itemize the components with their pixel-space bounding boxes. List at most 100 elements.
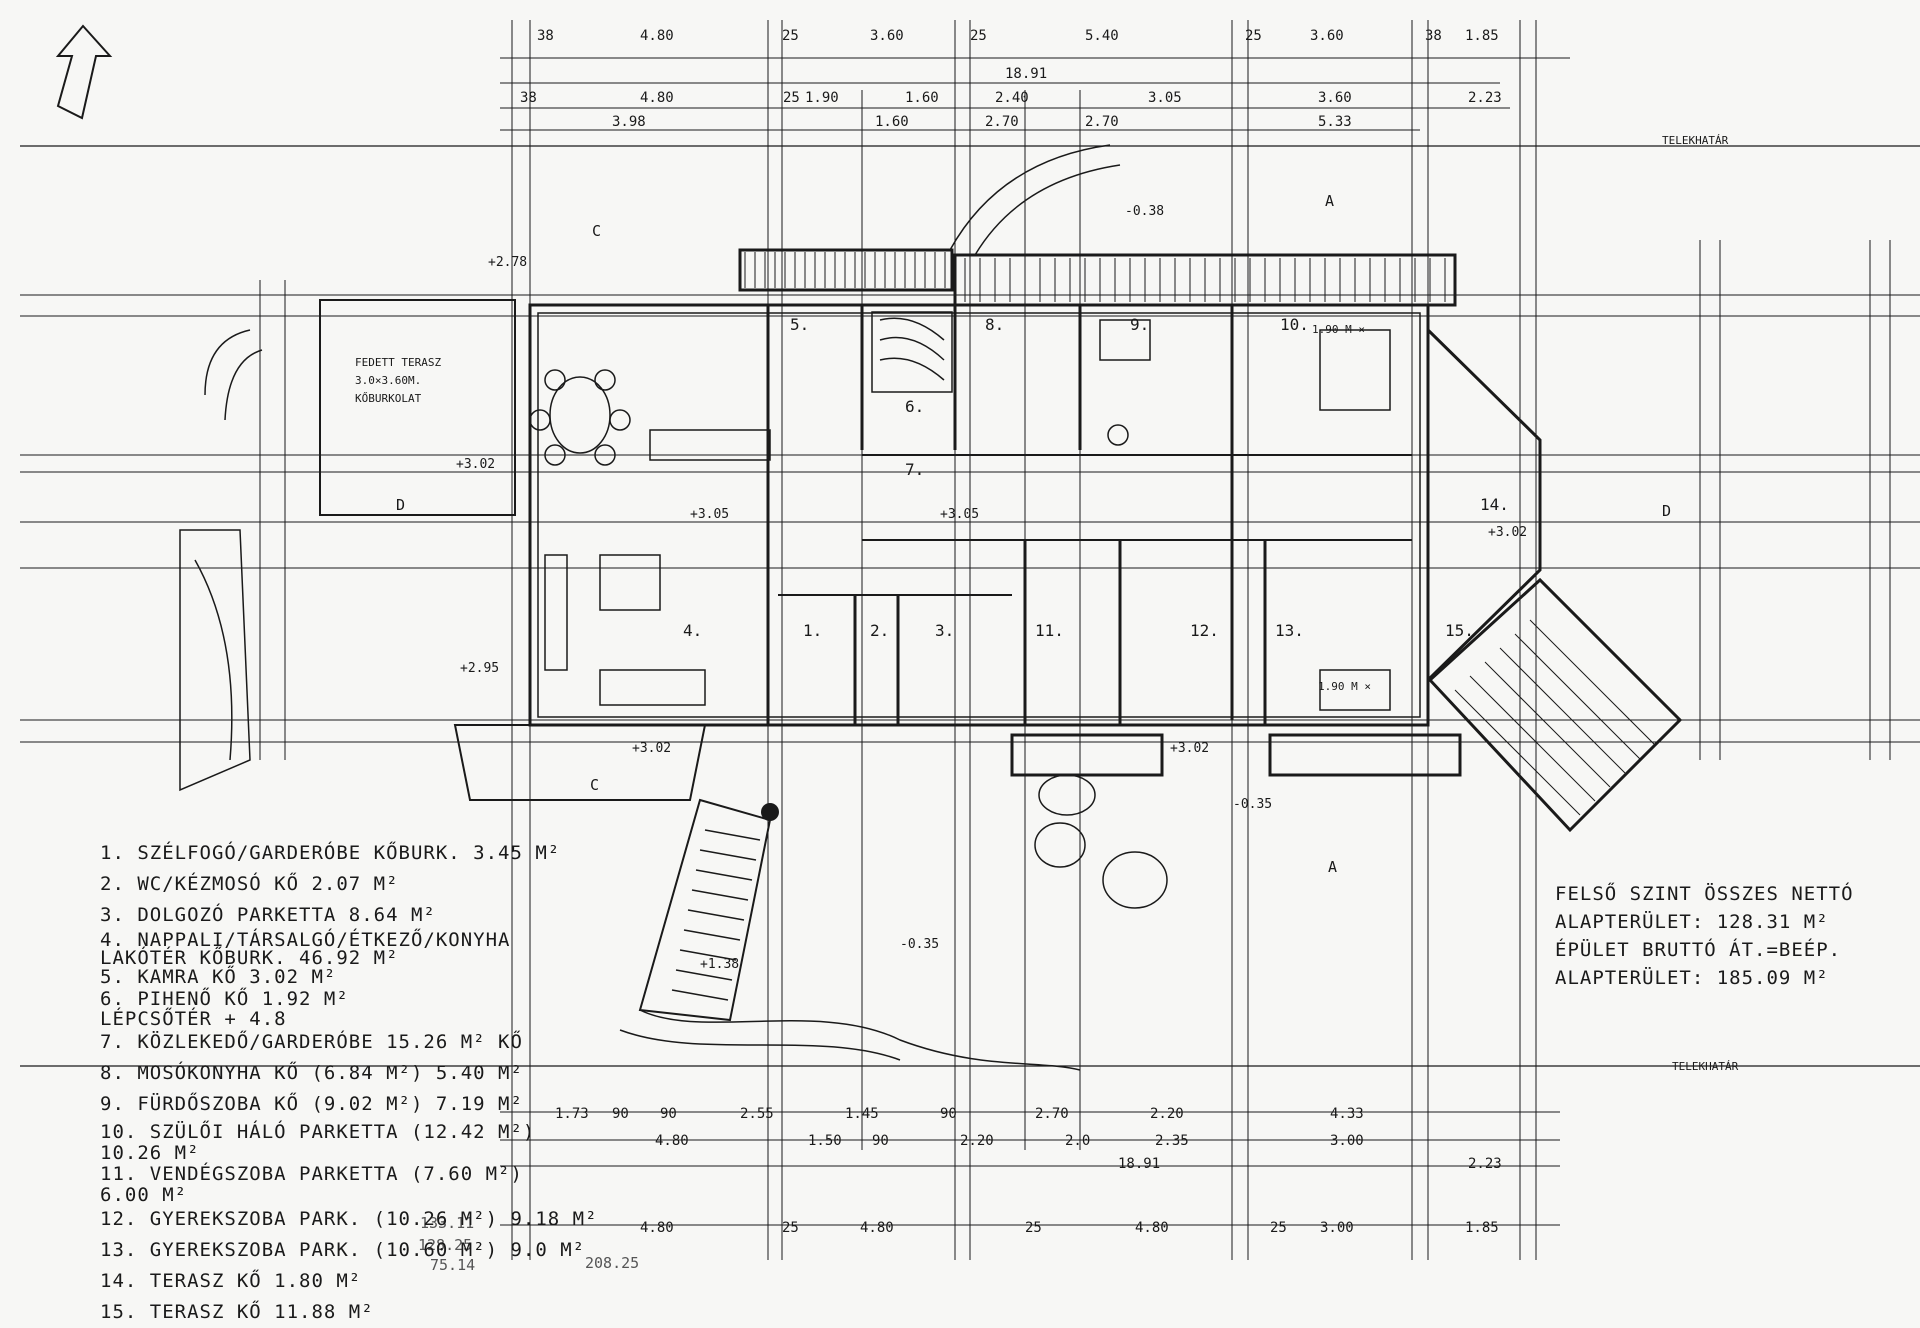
level-mark: +3.02 xyxy=(1170,741,1209,756)
dim-r3-7: 3.05 xyxy=(1148,90,1182,106)
legend-item: 7. KÖZLEKEDŐ/GARDERÓBE 15.26 M² KŐ xyxy=(100,1031,523,1053)
room-label-5: 5. xyxy=(790,315,809,334)
room-legend: 1. SZÉLFOGÓ/GARDERÓBE KŐBURK. 3.45 M² 2.… xyxy=(100,838,620,1328)
dim-top-1: 38 xyxy=(537,28,554,44)
legend-sum: 75.14 xyxy=(430,1256,475,1272)
level-mark: +2.95 xyxy=(460,661,499,676)
dim-total-bottom: 18.91 xyxy=(1118,1156,1160,1172)
dim-r3-9: 2.23 xyxy=(1468,90,1502,106)
legend-item: 14. TERASZ KŐ 1.80 M² xyxy=(100,1270,362,1292)
dim-b1-3: 90 xyxy=(660,1106,677,1122)
legend-item: 10.26 M² xyxy=(100,1142,200,1164)
legend-item: 8. MOSÓKONYHA KŐ (6.84 M²) 5.40 M² xyxy=(100,1062,523,1084)
bed-label: 1.90 M × xyxy=(1312,323,1365,336)
room-label-1: 1. xyxy=(803,621,822,640)
room-label-2: 2. xyxy=(870,621,889,640)
dim-b3-2: 2.23 xyxy=(1468,1156,1502,1172)
dim-b1-6: 90 xyxy=(940,1106,957,1122)
dim-b1-4: 2.55 xyxy=(740,1106,774,1122)
dim-r3-2: 4.80 xyxy=(640,90,674,106)
room-label-10: 10. xyxy=(1280,315,1309,334)
level-mark: -0.38 xyxy=(1125,204,1164,219)
dim-b2-2: 1.50 xyxy=(808,1133,842,1149)
dim-b1-2: 90 xyxy=(612,1106,629,1122)
summary-line: ALAPTERÜLET: 128.31 M² xyxy=(1555,911,1829,933)
dim-b4-7: 3.00 xyxy=(1320,1220,1354,1236)
dim-b2-3: 90 xyxy=(872,1133,889,1149)
dim-total-top: 18.91 xyxy=(1005,66,1047,82)
summary-line: FELSŐ SZINT ÖSSZES NETTÓ xyxy=(1555,883,1854,905)
north-arrow-icon xyxy=(55,24,113,120)
level-mark: -0.35 xyxy=(1233,797,1272,812)
level-mark: -0.35 xyxy=(900,937,939,952)
dim-r3-5: 1.60 xyxy=(905,90,939,106)
area-summary: FELSŐ SZINT ÖSSZES NETTÓ ALAPTERÜLET: 12… xyxy=(1555,880,1895,992)
legend-item: 5. KAMRA KŐ 3.02 M² xyxy=(100,966,337,988)
legend-item: 4. NAPPALI/TÁRSALGÓ/ÉTKEZŐ/KONYHA xyxy=(100,929,511,951)
legend-item: LÉPCSŐTÉR + 4.8 xyxy=(100,1008,287,1030)
legend-item: 6. PIHENŐ KŐ 1.92 M² xyxy=(100,988,349,1010)
dim-b1-9: 4.33 xyxy=(1330,1106,1364,1122)
level-mark: +3.02 xyxy=(456,457,495,472)
dim-r3-8: 3.60 xyxy=(1318,90,1352,106)
dim-b4-1: 4.80 xyxy=(640,1220,674,1236)
legend-item: 6.00 M² xyxy=(100,1184,188,1206)
dim-r4-5: 5.33 xyxy=(1318,114,1352,130)
level-mark: +3.05 xyxy=(940,507,979,522)
legend-item: 1. SZÉLFOGÓ/GARDERÓBE KŐBURK. 3.45 M² xyxy=(100,842,561,864)
legend-item: 15. TERASZ KŐ 11.88 M² xyxy=(100,1301,374,1323)
dim-r3-6: 2.40 xyxy=(995,90,1029,106)
dim-r3-3: 25 xyxy=(783,90,800,106)
dim-top-7: 25 xyxy=(1245,28,1262,44)
level-mark: +3.02 xyxy=(1488,525,1527,540)
dim-top-6: 5.40 xyxy=(1085,28,1119,44)
dim-r4-4: 2.70 xyxy=(1085,114,1119,130)
dim-b2-6: 2.35 xyxy=(1155,1133,1189,1149)
section-mark: D xyxy=(396,496,405,514)
level-mark: +3.05 xyxy=(690,507,729,522)
boundary-label: TELEKHATÁR xyxy=(1662,134,1729,147)
room-label-12: 12. xyxy=(1190,621,1219,640)
room-label-11: 11. xyxy=(1035,621,1064,640)
dim-r3-1: 38 xyxy=(520,90,537,106)
section-mark: A xyxy=(1328,858,1337,876)
floor-plan-drawing: 1. 2. 3. 4. 5. 6. 7. 8. 9. 10. 11. 12. 1… xyxy=(20,20,1920,1272)
dim-r4-2: 1.60 xyxy=(875,114,909,130)
section-mark: A xyxy=(1325,192,1334,210)
legend-item: LAKÓTÉR KŐBURK. 46.92 M² xyxy=(100,947,399,969)
dim-b2-1: 4.80 xyxy=(655,1133,689,1149)
dim-top-8: 3.60 xyxy=(1310,28,1344,44)
room-label-8: 8. xyxy=(985,315,1004,334)
dim-b4-5: 4.80 xyxy=(1135,1220,1169,1236)
room-label-14: 14. xyxy=(1480,495,1509,514)
legend-sum: 208.25 xyxy=(585,1254,639,1272)
terrace-note-line: 3.0×3.60M. xyxy=(355,374,421,387)
terrace-note-line: FEDETT TERASZ xyxy=(355,356,441,369)
room-label-4: 4. xyxy=(683,621,702,640)
dim-b4-2: 25 xyxy=(782,1220,799,1236)
dim-r4-1: 3.98 xyxy=(612,114,646,130)
level-mark: +2.78 xyxy=(488,255,527,270)
terrace-note-line: KŐBURKOLAT xyxy=(355,391,422,405)
room-label-3: 3. xyxy=(935,621,954,640)
boundary-label: TELEKHATÁR xyxy=(1672,1060,1739,1073)
entrance-marker-icon xyxy=(761,803,779,821)
dim-top-9: 38 xyxy=(1425,28,1442,44)
dim-b4-8: 1.85 xyxy=(1465,1220,1499,1236)
room-label-7: 7. xyxy=(905,460,924,479)
dim-top-4: 3.60 xyxy=(870,28,904,44)
dim-top-10: 1.85 xyxy=(1465,28,1499,44)
section-mark: C xyxy=(592,222,601,240)
level-mark: +1.38 xyxy=(700,957,739,972)
section-mark: C xyxy=(590,776,599,794)
dim-b2-7: 3.00 xyxy=(1330,1133,1364,1149)
room-label-9: 9. xyxy=(1130,315,1149,334)
room-label-13: 13. xyxy=(1275,621,1304,640)
legend-item: 9. FÜRDŐSZOBA KŐ (9.02 M²) 7.19 M² xyxy=(100,1093,523,1115)
dim-r4-3: 2.70 xyxy=(985,114,1019,130)
dim-b2-5: 2.0 xyxy=(1065,1133,1090,1149)
room-label-6: 6. xyxy=(905,397,924,416)
dim-b1-8: 2.20 xyxy=(1150,1106,1184,1122)
dim-b1-7: 2.70 xyxy=(1035,1106,1069,1122)
legend-item: 13. GYEREKSZOBA PARK. (10.60 M²) 9.0 M² xyxy=(100,1239,586,1261)
